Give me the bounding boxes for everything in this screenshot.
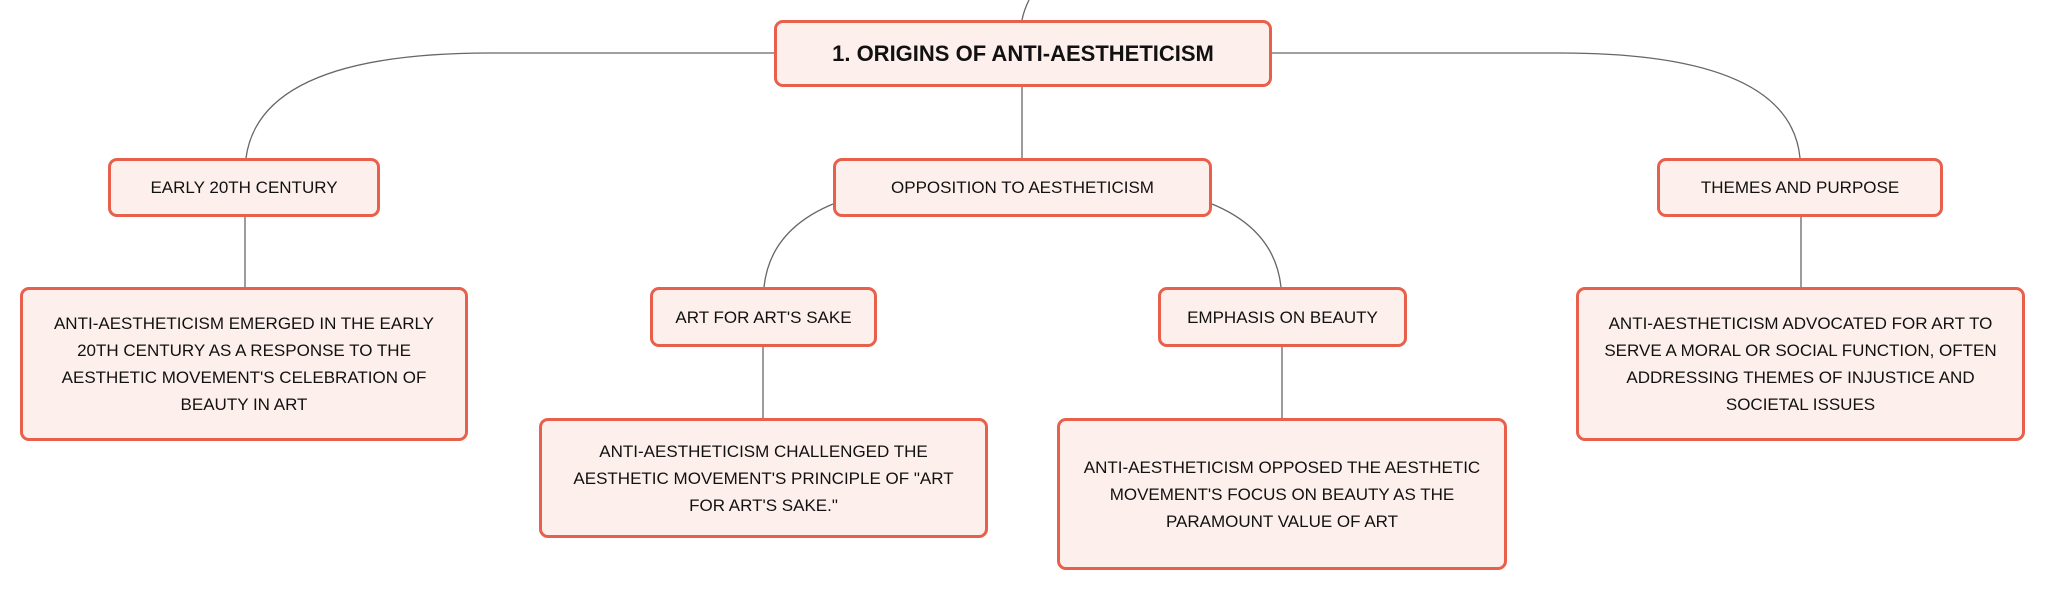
node-label: ART FOR ART'S SAKE <box>675 307 852 327</box>
connector-root-themes <box>1272 52 1801 159</box>
node-themes-and-purpose[interactable]: THEMES AND PURPOSE <box>1657 158 1943 217</box>
node-opposition[interactable]: OPPOSITION TO AESTHETICISM <box>833 158 1212 217</box>
root-node[interactable]: 1. ORIGINS OF ANTI-AESTHETICISM <box>774 20 1272 87</box>
node-early-20th-century[interactable]: EARLY 20TH CENTURY <box>108 158 380 217</box>
node-art-detail[interactable]: ANTI-AESTHETICISM CHALLENGED THE AESTHET… <box>539 418 988 538</box>
connector-parent <box>1021 0 1030 21</box>
node-text: ANTI-AESTHETICISM EMERGED IN THE EARLY 2… <box>53 314 435 414</box>
node-art-for-arts-sake[interactable]: ART FOR ART'S SAKE <box>650 287 877 347</box>
node-text: ANTI-AESTHETICISM OPPOSED THE AESTHETIC … <box>1083 457 1481 531</box>
root-label: 1. ORIGINS OF ANTI-AESTHETICISM <box>832 41 1214 66</box>
node-text: ANTI-AESTHETICISM ADVOCATED FOR ART TO S… <box>1604 314 1997 414</box>
connector-opposition-beauty <box>1211 203 1282 288</box>
node-emphasis-on-beauty[interactable]: EMPHASIS ON BEAUTY <box>1158 287 1407 347</box>
node-label: EMPHASIS ON BEAUTY <box>1187 307 1378 327</box>
node-early-detail[interactable]: ANTI-AESTHETICISM EMERGED IN THE EARLY 2… <box>20 287 468 441</box>
node-label: OPPOSITION TO AESTHETICISM <box>891 178 1154 197</box>
connector-opposition-art <box>763 203 834 288</box>
node-text: ANTI-AESTHETICISM CHALLENGED THE AESTHET… <box>573 441 954 515</box>
node-beauty-detail[interactable]: ANTI-AESTHETICISM OPPOSED THE AESTHETIC … <box>1057 418 1507 570</box>
node-themes-detail[interactable]: ANTI-AESTHETICISM ADVOCATED FOR ART TO S… <box>1576 287 2025 441</box>
node-label: EARLY 20TH CENTURY <box>150 178 338 197</box>
node-label: THEMES AND PURPOSE <box>1700 178 1900 197</box>
connector-root-early <box>245 52 774 159</box>
